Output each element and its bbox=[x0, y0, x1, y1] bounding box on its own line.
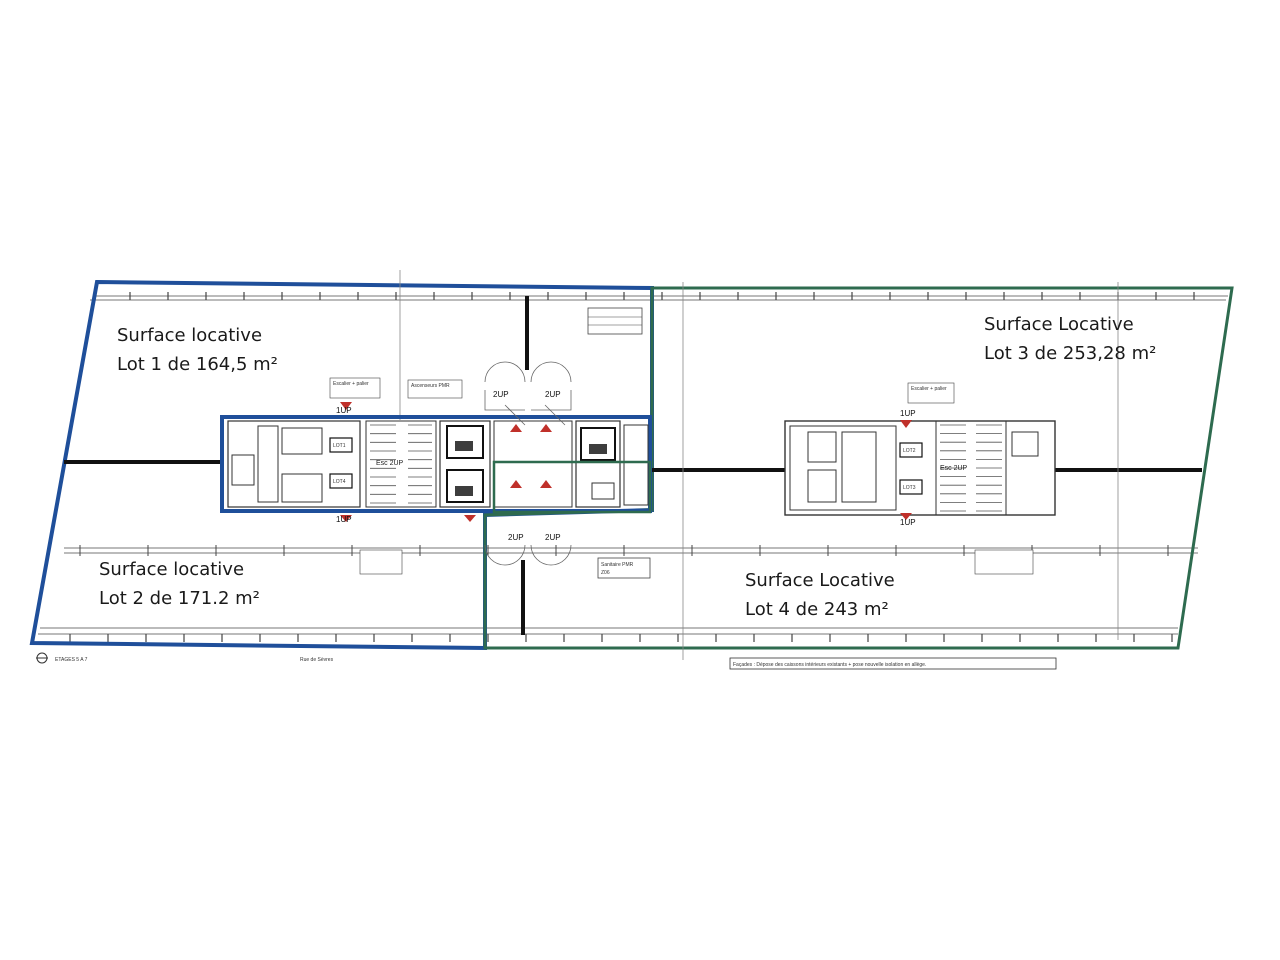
lot2-tag: LOT2 bbox=[903, 448, 916, 454]
door-swings bbox=[484, 361, 572, 566]
up-label-right-top: 1UP bbox=[900, 409, 916, 418]
up-label-right-bottom: 1UP bbox=[900, 518, 916, 527]
lot4-title: Surface Locative bbox=[745, 570, 895, 591]
svg-text:Escalier + palier: Escalier + palier bbox=[333, 381, 369, 387]
lot4-area: Lot 4 de 243 m² bbox=[745, 599, 889, 620]
street-label: Rue de Sèvres bbox=[300, 657, 334, 663]
svg-text:Ascenseurs PMR: Ascenseurs PMR bbox=[411, 383, 450, 389]
svg-text:Z06: Z06 bbox=[601, 570, 610, 576]
up-label-bottom-b: 2UP bbox=[545, 533, 561, 542]
lot1-area: Lot 1 de 164,5 m² bbox=[117, 354, 278, 375]
facade-ticks-mid bbox=[79, 545, 1169, 556]
annotation-sanitaire: Sanitaire PMR Z06 bbox=[597, 557, 651, 579]
facade-ticks-top bbox=[129, 292, 1195, 300]
lot2-area: Lot 2 de 171.2 m² bbox=[99, 588, 260, 609]
facade-rails bbox=[38, 295, 1228, 635]
lot3-area: Lot 3 de 253,28 m² bbox=[984, 343, 1156, 364]
lot3-title: Surface Locative bbox=[984, 314, 1134, 335]
facade-note: Façades : Dépose des caissons intérieurs… bbox=[729, 657, 1057, 670]
north-arrow bbox=[36, 652, 48, 664]
dividing-walls bbox=[64, 296, 1202, 635]
annotation-escalier: Escalier + palier bbox=[329, 377, 381, 399]
annotation-desenfumage-left bbox=[359, 549, 403, 575]
core-right bbox=[784, 420, 1056, 520]
stage-label: ETAGES 5 A 7 bbox=[55, 657, 88, 663]
lot2-title: Surface locative bbox=[99, 559, 244, 580]
annotation-desenfumage-right bbox=[974, 549, 1034, 575]
stair-right-label: Esc 2UP bbox=[940, 465, 968, 472]
facade-ticks-bottom bbox=[69, 634, 1173, 642]
grid-lines bbox=[399, 270, 1119, 660]
lot4-tag: LOT4 bbox=[333, 479, 346, 485]
stair-left-label: Esc 2UP bbox=[376, 460, 404, 467]
svg-text:Façades : Dépose des caissons: Façades : Dépose des caissons intérieurs… bbox=[733, 662, 926, 668]
up-label-left-top: 1UP bbox=[336, 406, 352, 415]
svg-text:Sanitaire PMR: Sanitaire PMR bbox=[601, 562, 634, 568]
lot3-tag: LOT3 bbox=[903, 485, 916, 491]
up-label-left-bottom: 1UP bbox=[336, 515, 352, 524]
core-left bbox=[220, 402, 652, 522]
up-label-bottom-a: 2UP bbox=[508, 533, 524, 542]
svg-text:Escalier + palier: Escalier + palier bbox=[911, 386, 947, 392]
lot1-tag: LOT1 bbox=[333, 443, 346, 449]
up-label-top-a: 2UP bbox=[493, 390, 509, 399]
annotation-escalier-right: Escalier + palier bbox=[907, 382, 955, 404]
lot1-title: Surface locative bbox=[117, 325, 262, 346]
level-stamp bbox=[587, 307, 643, 335]
up-label-top-b: 2UP bbox=[545, 390, 561, 399]
annotation-ascenseur: Ascenseurs PMR bbox=[407, 379, 463, 399]
